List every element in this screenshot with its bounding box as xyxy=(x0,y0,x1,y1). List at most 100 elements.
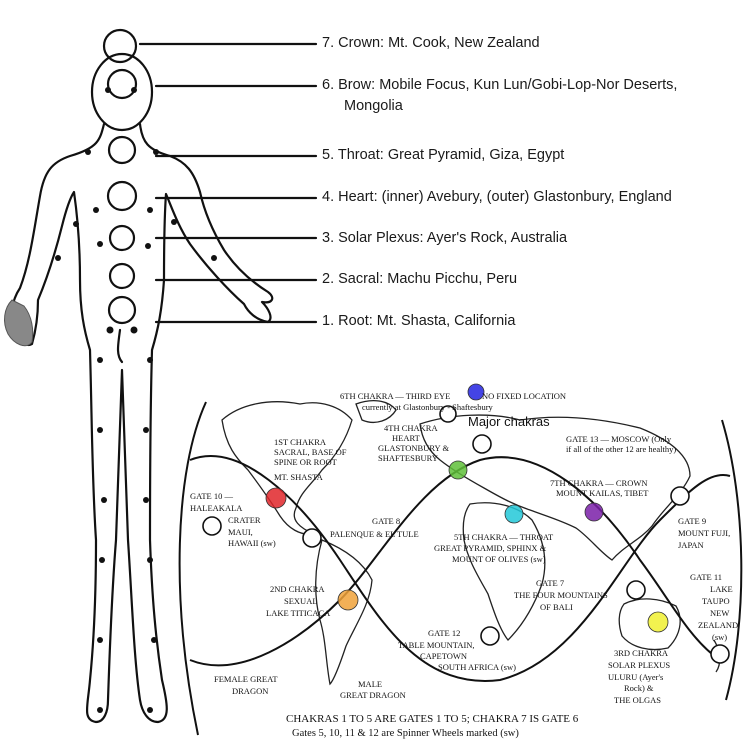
second-label-2: LAKE TITICACA xyxy=(266,608,331,618)
throat-chakra-circle xyxy=(107,135,137,165)
crown-chakra-dot xyxy=(584,502,604,522)
second-label-0: 2ND CHAKRA xyxy=(270,584,325,594)
fourth-label-2: GLASTONBURY & xyxy=(378,443,449,453)
throat-chakra-dot xyxy=(504,504,524,524)
first-label-0: 1ST CHAKRA xyxy=(274,437,327,447)
gate-9-circle xyxy=(670,486,690,506)
gate11-label-5: (sw) xyxy=(712,632,727,642)
chakra-label-4: 4. Heart: (inner) Avebury, (outer) Glast… xyxy=(322,189,672,205)
gate10-label-0: GATE 10 — xyxy=(190,491,233,501)
chakra-label-3: 3. Solar Plexus: Ayer's Rock, Australia xyxy=(322,230,568,246)
chakra-label-2: 2. Sacral: Machu Picchu, Peru xyxy=(322,271,518,287)
chakra-label-1: 1. Root: Mt. Shasta, California xyxy=(322,313,516,329)
gate9-label-0: GATE 9 xyxy=(678,516,706,526)
fifth-label-0: 5TH CHAKRA — THROAT xyxy=(454,532,554,542)
solar-plexus-chakra-circle xyxy=(108,224,136,252)
south-america xyxy=(315,539,373,686)
buttocks-line xyxy=(116,328,124,364)
fifth-label-1: GREAT PYRAMID, SPHINX & xyxy=(434,543,547,553)
gate11-label-4: ZEALAND xyxy=(698,620,738,630)
north-america xyxy=(221,401,353,535)
root-chakra-circle xyxy=(107,295,137,325)
gate12-label-0: GATE 12 xyxy=(428,628,460,638)
gate13-label-1: if all of the other 12 are healthy) xyxy=(566,444,676,454)
male-dragon-line xyxy=(189,456,721,667)
gate10-label-2: CRATER xyxy=(228,515,261,525)
fourth-label-0: 4TH CHAKRA xyxy=(384,423,438,433)
gate-10-circle xyxy=(202,516,222,536)
caption-line-2: Gates 5, 10, 11 & 12 are Spinner Wheels … xyxy=(292,728,519,739)
chakra-label-7: 7. Crown: Mt. Cook, New Zealand xyxy=(322,35,540,51)
gate11-label-1: LAKE xyxy=(710,584,733,594)
second-label-1: SEXUAL xyxy=(284,596,318,606)
male-label-0: MALE xyxy=(358,679,382,689)
sixth-label-b: NO FIXED LOCATION xyxy=(482,391,566,401)
gate-12-circle xyxy=(480,626,500,646)
chakra-label-5: 5. Throat: Great Pyramid, Giza, Egypt xyxy=(322,147,565,163)
gate10-label-3: MAUI, xyxy=(228,527,253,537)
sixth-label-c: currently at Glastonbury - Shaftesbury xyxy=(362,402,494,412)
caption-line-1: CHAKRAS 1 TO 5 ARE GATES 1 TO 5; CHAKRA … xyxy=(286,713,579,725)
root-chakra-dot xyxy=(265,487,287,509)
gate7-label-2: OF BALI xyxy=(540,602,573,612)
chakra-label-6-line2: Mongolia xyxy=(344,98,403,114)
gate9-label-1: MOUNT FUJI, xyxy=(678,528,730,538)
gate10-label-4: HAWAII (sw) xyxy=(228,538,276,548)
male-label-1: GREAT DRAGON xyxy=(340,690,406,700)
gate10-label-1: HALEAKALA xyxy=(190,503,243,513)
sixth-chakra-open-circle xyxy=(439,405,457,423)
greenland xyxy=(355,399,397,424)
chakra-label-6: 6. Brow: Mobile Focus, Kun Lun/Gobi-Lop-… xyxy=(322,77,678,93)
gate11-label-0: GATE 11 xyxy=(690,572,722,582)
gate11-label-2: TAUPO xyxy=(702,596,730,606)
sacral-chakra-dot xyxy=(337,589,359,611)
first-label-1: SACRAL, BASE OF xyxy=(274,447,347,457)
third-label-3: Rock) & xyxy=(624,683,654,693)
gate8-label-1: PALENQUE & EL TULE xyxy=(330,529,419,539)
gate-7-circle xyxy=(626,580,646,600)
gate-8-circle xyxy=(302,528,322,548)
body-outline xyxy=(10,122,274,724)
gate9-label-2: JAPAN xyxy=(678,540,704,550)
third-label-4: THE OLGAS xyxy=(614,695,661,705)
gate-13-circle xyxy=(472,434,492,454)
heart-chakra-circle xyxy=(106,180,138,212)
fourth-label-1: HEART xyxy=(392,433,421,443)
africa xyxy=(462,502,546,641)
gate12-label-2: CAPETOWN xyxy=(420,651,467,661)
seventh-label-1: MOUNT KAILAS, TIBET xyxy=(556,488,649,498)
fourth-label-3: SHAFTESBURY xyxy=(378,453,438,463)
left-hand xyxy=(4,299,34,347)
map-boundary xyxy=(178,401,743,736)
major-chakras-label: Major chakras xyxy=(468,414,550,429)
third-label-2: ULURU (Ayer's xyxy=(608,672,663,682)
third-label-0: 3RD CHAKRA xyxy=(614,648,669,658)
fifth-label-2: MOUNT OF OLIVES (sw) xyxy=(452,554,546,564)
female-label-0: FEMALE GREAT xyxy=(214,674,278,684)
gate11-label-3: NEW xyxy=(710,608,729,618)
crown-chakra-circle xyxy=(102,28,138,64)
seventh-label-0: 7TH CHAKRA — CROWN xyxy=(550,478,648,488)
first-label-2: SPINE OR ROOT xyxy=(274,457,338,467)
first-label-3: MT. SHASTA xyxy=(274,472,324,482)
gate7-label-0: GATE 7 xyxy=(536,578,564,588)
brow-chakra-circle xyxy=(106,68,138,100)
female-dragon-line xyxy=(189,455,731,682)
gate-11-circle xyxy=(710,644,730,664)
heart-chakra-dot xyxy=(448,460,468,480)
gate13-label-0: GATE 13 — MOSCOW (Only xyxy=(566,434,672,444)
gate12-label-1: TABLE MOUNTAIN, xyxy=(398,640,475,650)
map-labels: 6TH CHAKRA — THIRD EYE NO FIXED LOCATION… xyxy=(190,391,738,705)
female-label-1: DRAGON xyxy=(232,686,268,696)
third-eye-dot xyxy=(467,383,485,401)
australia xyxy=(618,598,681,651)
gate12-label-3: SOUTH AFRICA (sw) xyxy=(438,662,516,672)
solar-plexus-chakra-dot xyxy=(647,611,669,633)
gate8-label-0: GATE 8 xyxy=(372,516,400,526)
sixth-label-a: 6TH CHAKRA — THIRD EYE xyxy=(340,391,450,401)
head-outline xyxy=(90,52,154,132)
gate7-label-1: THE FOUR MOUNTAINS xyxy=(514,590,608,600)
